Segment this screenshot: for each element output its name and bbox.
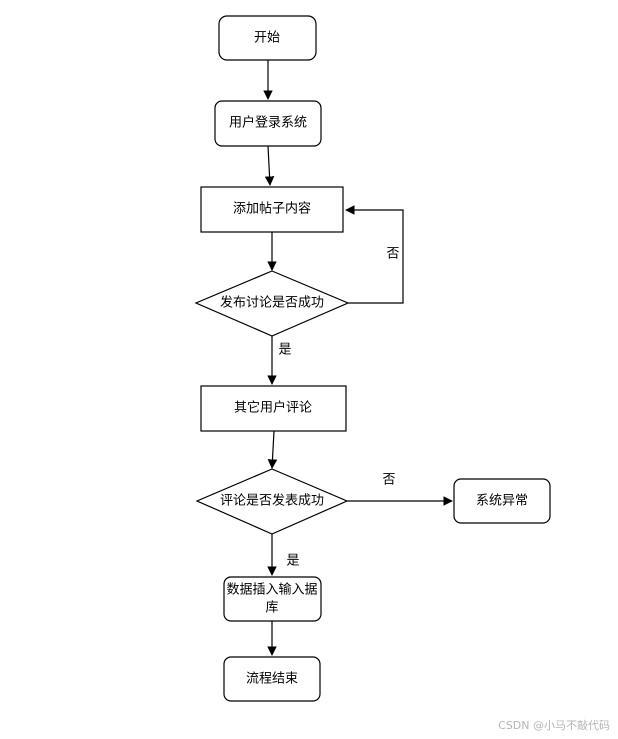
edge-label-comment-yes: 是 [286,554,299,569]
node-end: 流程结束 [223,656,321,702]
node-add-post-label: 添加帖子内容 [233,201,311,217]
node-start-label: 开始 [254,31,280,46]
node-other-comment-label: 其它用户评论 [234,400,312,416]
node-insert-db: 数据插入输入据 库 [223,576,322,622]
node-decision-comment-label: 评论是否发表成功 [220,493,324,509]
node-login: 用户登录系统 [214,100,322,147]
node-decision-comment: 评论是否发表成功 [195,468,349,535]
node-insert-db-label-line2: 库 [265,600,278,616]
node-add-post: 添加帖子内容 [200,186,344,233]
edge-other-comment-to-decision [267,430,278,469]
node-insert-db-label-line1: 数据插入输入据 [226,582,317,598]
node-decision-publish: 发布讨论是否成功 [194,270,350,337]
node-start: 开始 [218,15,317,61]
node-system-error-label: 系统异常 [476,494,528,509]
node-other-comment: 其它用户评论 [200,385,347,432]
edge-decision-publish-no-loop [345,205,404,304]
node-end-label: 流程结束 [246,672,298,687]
watermark: CSDN @小马不敲代码 [498,719,610,732]
node-login-label: 用户登录系统 [229,115,307,131]
node-decision-publish-label: 发布讨论是否成功 [220,295,324,311]
edge-label-comment-no: 否 [382,473,395,488]
node-system-error: 系统异常 [453,478,551,524]
edge-login-to-add-post [264,145,275,186]
edge-label-publish-no: 否 [386,247,399,262]
edge-label-publish-yes: 是 [278,343,291,358]
